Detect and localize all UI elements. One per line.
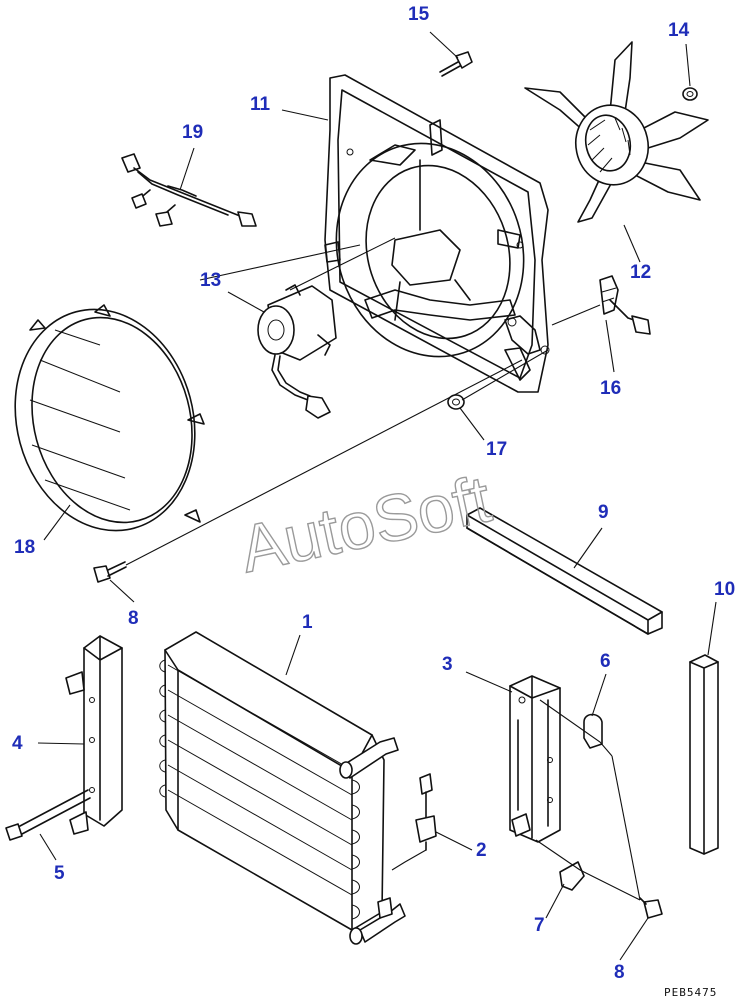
callout-14: 14 (668, 20, 690, 41)
callout-15: 15 (408, 4, 430, 25)
callout-18: 18 (14, 537, 35, 558)
part-3-right-bracket (509, 675, 561, 843)
part-12-fan (524, 41, 709, 223)
part-11-fan-shroud (324, 74, 550, 393)
part-18-fan-guard (14, 304, 205, 532)
part-8-bolt-lower (579, 755, 663, 919)
part-1-condenser (159, 631, 406, 945)
callout-2: 2 (476, 840, 487, 861)
part-16-connector (599, 275, 651, 335)
part-6-clamp (539, 699, 613, 757)
part-8-bolt-upper (93, 561, 127, 583)
part-9-seal-strip (466, 507, 663, 635)
callout-7: 7 (534, 915, 545, 936)
part-19-wiring-harness (121, 153, 257, 227)
callout-12: 12 (630, 262, 651, 283)
callout-17: 17 (486, 439, 507, 460)
watermark-text: AutoSoft (234, 461, 497, 586)
assembly-lines (125, 237, 601, 566)
callout-3: 3 (442, 654, 453, 675)
callout-11: 11 (250, 94, 271, 115)
callout-13: 13 (200, 270, 221, 291)
callout-10: 10 (714, 579, 735, 600)
part-5-bolt (5, 789, 91, 841)
callout-8-upper: 8 (128, 608, 139, 629)
drawing-code: PEB5475 (664, 986, 717, 999)
part-13-fan-motor (257, 284, 337, 419)
callout-8-lower: 8 (614, 962, 625, 983)
part-7-clamp (535, 839, 585, 891)
part-4-left-bracket (65, 635, 123, 835)
callout-5: 5 (54, 863, 65, 884)
callout-9: 9 (598, 502, 609, 523)
callout-leaders (37, 31, 717, 961)
part-17-nut (447, 394, 465, 410)
callout-1: 1 (302, 612, 313, 633)
callout-4: 4 (12, 733, 23, 754)
part-2-pressure-switch (391, 773, 437, 871)
callout-6: 6 (600, 651, 611, 672)
part-14-nut (682, 87, 698, 101)
callout-16: 16 (600, 378, 621, 399)
callout-labels: 1 2 3 4 5 6 7 8 8 9 10 11 12 13 14 15 16… (12, 4, 735, 983)
callout-19: 19 (182, 122, 203, 143)
part-10-seal-block (689, 654, 719, 855)
part-15-bolt (439, 51, 473, 77)
